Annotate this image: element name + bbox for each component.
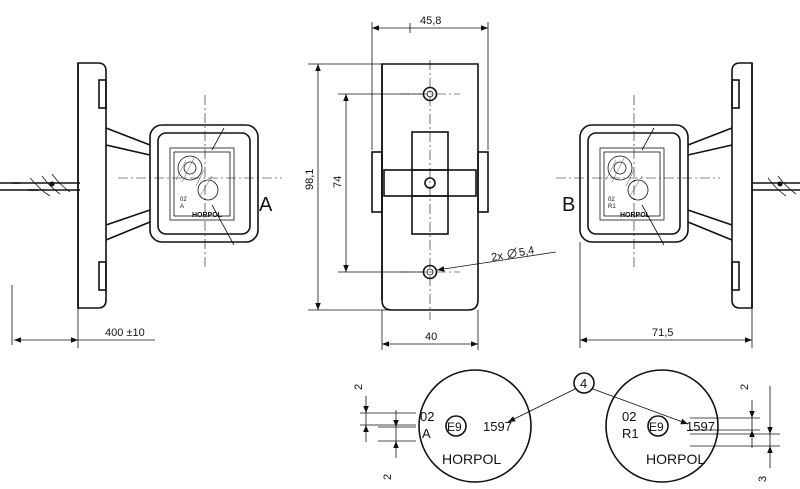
cable-length-dim: 400 ±10 (105, 327, 145, 339)
width-top-dim: 45,8 (420, 15, 441, 27)
svg-text:A: A (180, 204, 184, 210)
left-side-view: 02 A HORPOL A 400 ±10 (0, 62, 282, 348)
height-overall-dim: 98,1 (304, 169, 316, 190)
left-lens-number: 1597 (483, 419, 512, 434)
base-width-dim: 40 (425, 331, 437, 343)
right-detail-bottom-dim: 3 (757, 476, 769, 482)
svg-text:HORPOL: HORPOL (192, 212, 223, 219)
front-view: 45,8 98,1 74 2x 5,4 40 (304, 15, 557, 350)
depth-dim: 71,5 (652, 327, 673, 339)
right-lens-line2: R1 (622, 426, 639, 441)
right-lens-approval: E9 (649, 420, 664, 434)
left-lens-line1: 02 (420, 409, 434, 424)
left-detail-top-dim: 2 (353, 384, 365, 390)
svg-text:HORPOL: HORPOL (620, 212, 651, 219)
lens-detail-right: 02 R1 E9 1597 HORPOL 2 3 (605, 369, 780, 483)
view-label-a: A (259, 194, 273, 216)
svg-text:02: 02 (180, 197, 187, 203)
right-lens-brand: HORPOL (646, 451, 705, 467)
left-lens-line2: A (422, 426, 431, 441)
lens-detail-left: 02 A E9 1597 HORPOL 2 2 (353, 369, 532, 483)
right-detail-top-dim: 2 (739, 384, 751, 390)
hole-callout-count: 2x (490, 250, 504, 264)
left-detail-bottom-dim: 2 (382, 474, 394, 480)
svg-text:02: 02 (608, 197, 615, 203)
callout-number: 4 (580, 376, 587, 391)
left-lens-brand: HORPOL (442, 451, 501, 467)
callout-balloon: 4 (507, 372, 689, 425)
hole-spacing-dim: 74 (332, 176, 344, 188)
left-lens-approval: E9 (447, 420, 462, 434)
view-label-b: B (562, 194, 575, 216)
right-lens-line1: 02 (622, 409, 636, 424)
svg-text:R1: R1 (608, 204, 616, 210)
hole-callout-diameter: 5,4 (518, 245, 535, 259)
right-lens-number: 1597 (686, 419, 715, 434)
right-side-view: 02 R1 HORPOL B 71,5 (556, 62, 800, 348)
